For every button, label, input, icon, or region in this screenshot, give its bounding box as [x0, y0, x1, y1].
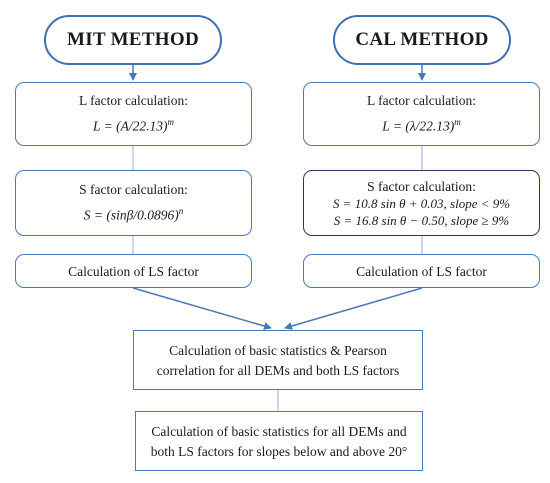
- mit-ls-factor-label: Calculation of LS factor: [68, 263, 199, 279]
- mit-s-formula-text: S = (sinβ/0.0896): [83, 207, 179, 223]
- cal-l-factor-label: L factor calculation:: [367, 93, 476, 109]
- mit-merge-arrow: [132, 287, 272, 330]
- slope-statistics-line-2: both LS factors for slopes below and abo…: [150, 443, 408, 459]
- mit-method-title-text: MIT METHOD: [67, 29, 199, 50]
- mit-l-factor-label: L factor calculation:: [79, 93, 188, 109]
- mit-l-formula-text: L = (A/22.13): [93, 118, 168, 134]
- mit-s-factor-box: S factor calculation: S = (sinβ/0.0896)n: [15, 170, 252, 236]
- cal-l-formula-exponent: m: [454, 117, 461, 128]
- cal-ls-factor-label: Calculation of LS factor: [356, 263, 487, 279]
- cal-s-formula-low-slope: S = 10.8 sin θ + 0.03, slope < 9%: [332, 195, 511, 211]
- mit-l-formula-exponent: m: [167, 117, 175, 128]
- cal-method-title-text: CAL METHOD: [355, 29, 489, 50]
- cal-l-factor-box: L factor calculation: L = (λ/22.13)m: [303, 82, 540, 146]
- slope-statistics-line-1: Calculation of basic statistics for all …: [151, 423, 407, 439]
- mit-s-formula-exponent: n: [178, 206, 184, 217]
- mit-s-factor-label: S factor calculation:: [79, 182, 188, 198]
- mit-l-factor-box: L factor calculation: L = (A/22.13)m: [15, 82, 252, 146]
- cal-s-formula-high-slope: S = 16.8 sin θ − 0.50, slope ≥ 9%: [333, 212, 510, 228]
- cal-ls-factor-box: Calculation of LS factor: [303, 254, 540, 288]
- slope-statistics-box: Calculation of basic statistics for all …: [135, 411, 423, 471]
- cal-l-formula-text: L = (λ/22.13): [382, 118, 455, 134]
- cal-l-factor-formula: L = (λ/22.13)m: [382, 113, 461, 136]
- statistics-correlation-box: Calculation of basic statistics & Pearso…: [133, 330, 423, 390]
- cal-method-title: CAL METHOD: [333, 15, 511, 65]
- mit-s-factor-formula: S = (sinβ/0.0896)n: [84, 202, 183, 225]
- mit-l-factor-formula: L = (A/22.13)m: [93, 113, 174, 136]
- statistics-correlation-line-2: correlation for all DEMs and both LS fac…: [156, 362, 400, 378]
- cal-s-factor-label: S factor calculation:: [367, 178, 476, 194]
- mit-ls-factor-box: Calculation of LS factor: [15, 254, 252, 288]
- statistics-correlation-line-1: Calculation of basic statistics & Pearso…: [169, 342, 387, 358]
- cal-merge-arrow: [284, 287, 423, 330]
- cal-s-factor-box: S factor calculation: S = 10.8 sin θ + 0…: [303, 170, 540, 236]
- mit-method-title: MIT METHOD: [44, 15, 222, 65]
